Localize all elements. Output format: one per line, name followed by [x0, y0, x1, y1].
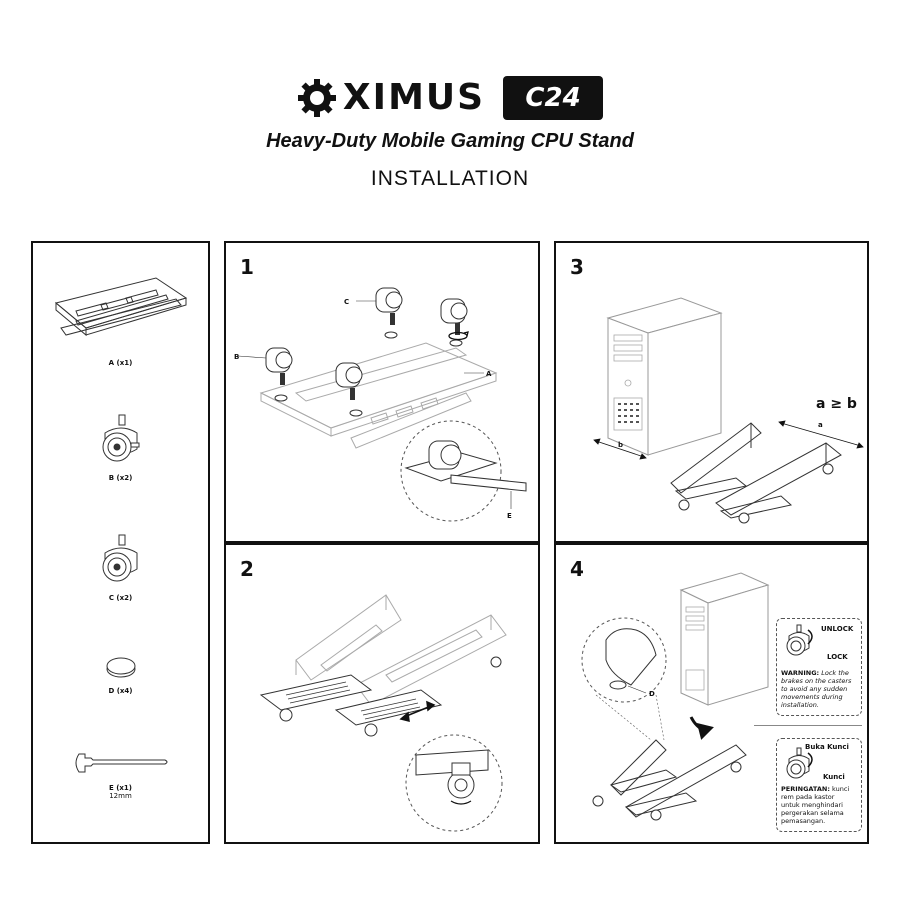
part-e-size: 12mm — [109, 792, 132, 800]
warning-title-en: WARNING: — [781, 669, 820, 677]
model-badge: C24 — [503, 76, 604, 120]
warning-line: Lock the — [821, 669, 849, 677]
caster-brake-icon — [786, 624, 813, 656]
gear-logo-icon — [297, 79, 336, 117]
curved-arrow-icon — [689, 716, 714, 740]
step-4-panel: 4 — [554, 543, 869, 844]
warning-box-en: UNLOCK LOCK WARNING: Lock the brakes on … — [776, 618, 862, 716]
caster-brake-icon — [786, 747, 813, 779]
part-d: D (x4) — [33, 653, 208, 695]
unlock-label-en: UNLOCK — [821, 625, 854, 633]
part-b-label: B (x2) — [108, 474, 133, 482]
step-4-number: 4 — [570, 557, 584, 581]
product-subtitle: Heavy-Duty Mobile Gaming CPU Stand — [266, 130, 634, 152]
part-b: B (x2) — [33, 413, 208, 482]
step-1-illustration — [237, 287, 527, 522]
lock-label-en: LOCK — [827, 653, 848, 661]
warning-line: kunci — [832, 785, 850, 793]
warning-title-id: PERINGATAN: — [781, 785, 830, 793]
warning-line: untuk menghindari — [781, 801, 843, 809]
parts-panel: A (x1) B (x2) C (x2) — [31, 241, 210, 844]
caster-wheel-icon — [102, 534, 137, 582]
part-a-label: A (x1) — [108, 359, 133, 367]
step-3-label-b: b — [618, 441, 624, 449]
step-1-panel: 1 — [224, 241, 540, 543]
step-1-callout-b: B — [234, 353, 240, 361]
step-1-callout-a: A — [486, 370, 492, 378]
part-a: A (x1) — [33, 273, 208, 367]
part-c: C (x2) — [33, 533, 208, 602]
header: XIMUS C24 Heavy-Duty Mobile Gaming CPU S… — [0, 0, 900, 230]
warning-line: pergerakan selama — [781, 809, 844, 817]
brand-logo: XIMUS — [297, 78, 485, 118]
part-e-label: E (x1) — [108, 784, 132, 792]
step-2-number: 2 — [240, 557, 254, 581]
step-4-callout-d: D — [649, 690, 655, 698]
warning-line: movements during — [781, 693, 843, 701]
section-title: INSTALLATION — [370, 167, 530, 190]
stand-frame-icon — [54, 277, 187, 337]
caster-wheel-lock-icon — [102, 414, 139, 462]
brand-name: XIMUS — [342, 77, 486, 118]
felt-pad-icon — [106, 657, 135, 678]
warning-line: pemasangan. — [781, 817, 826, 825]
step-1-callout-c: C — [344, 298, 350, 306]
step-3-panel: 3 — [554, 241, 869, 543]
logo-row: XIMUS C24 — [0, 76, 900, 120]
unlock-label-id: Buka Kunci — [805, 743, 849, 751]
step-3-number: 3 — [570, 255, 584, 279]
wrench-icon — [75, 753, 167, 773]
step-3-illustration — [593, 297, 864, 524]
lock-label-id: Kunci — [823, 773, 845, 781]
warning-line: to avoid any sudden — [781, 685, 848, 693]
warning-line: rem pada kastor — [781, 793, 835, 801]
step-1-callout-e: E — [507, 512, 512, 520]
step-1-number: 1 — [240, 255, 254, 279]
part-e: E (x1) 12mm — [33, 748, 208, 800]
warning-divider — [754, 725, 862, 726]
step-3-label-a: a — [818, 421, 823, 429]
part-c-label: C (x2) — [108, 594, 133, 602]
step-2-illustration — [259, 594, 507, 832]
step-3-compare-label: a ≥ b — [816, 396, 857, 412]
warning-line: brakes on the casters — [781, 677, 852, 685]
warning-line: installation. — [781, 701, 819, 709]
part-d-label: D (x4) — [108, 687, 133, 695]
step-2-panel: 2 — [224, 543, 540, 844]
double-arrow-icon — [399, 700, 436, 722]
step-4-illustration — [581, 572, 770, 821]
warning-text-id: PERINGATAN: kunci rem pada kastor untuk … — [781, 785, 861, 825]
rotate-arrow-icon — [448, 331, 469, 341]
warning-box-id: Buka Kunci Kunci PERINGATAN: kunci rem p… — [776, 738, 862, 832]
warning-text-en: WARNING: Lock the brakes on the casters … — [781, 669, 861, 709]
